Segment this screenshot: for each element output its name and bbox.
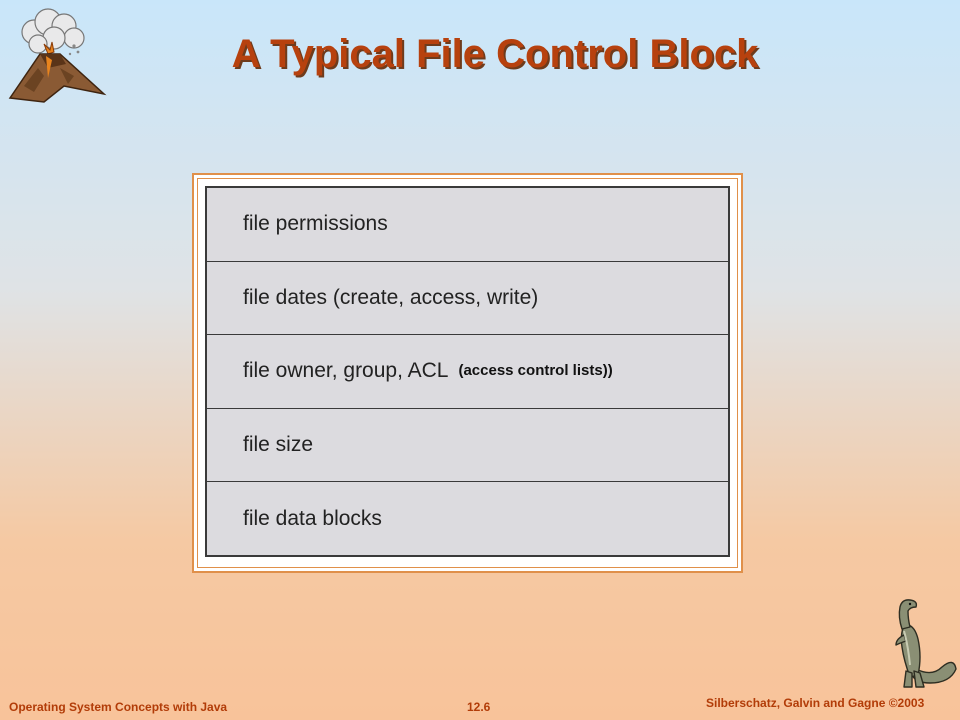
footer-slide-number: 12.6 — [467, 700, 491, 714]
fcb-row-size: file size — [207, 409, 728, 483]
slide-title: A Typical File Control Block — [231, 32, 759, 76]
fcb-row-permissions: file permissions — [207, 188, 728, 262]
fcb-row-label: file owner, group, ACL — [243, 359, 449, 383]
figure-frame: file permissions file dates (create, acc… — [192, 173, 743, 573]
footer-copyright: Silberschatz, Galvin and Gagne ©2003 — [706, 696, 925, 710]
fcb-row-data-blocks: file data blocks — [207, 482, 728, 555]
fcb-row-label: file size — [243, 433, 314, 457]
dinosaur-icon — [895, 599, 957, 688]
fcb-row-label: file data blocks — [243, 506, 382, 530]
acl-annotation: (access control lists)) — [458, 361, 613, 379]
footer-book-title: Operating System Concepts with Java — [9, 700, 228, 714]
fcb-row-owner: file owner, group, ACL (access control l… — [207, 335, 728, 409]
volcano-icon — [8, 8, 107, 103]
fcb-row-label: file permissions — [243, 212, 388, 236]
figure-inner: file permissions file dates (create, acc… — [197, 178, 738, 568]
fcb-row-dates: file dates (create, access, write) — [207, 262, 728, 336]
fcb-row-label: file dates (create, access, write) — [243, 285, 539, 309]
file-control-block-table: file permissions file dates (create, acc… — [205, 186, 730, 557]
